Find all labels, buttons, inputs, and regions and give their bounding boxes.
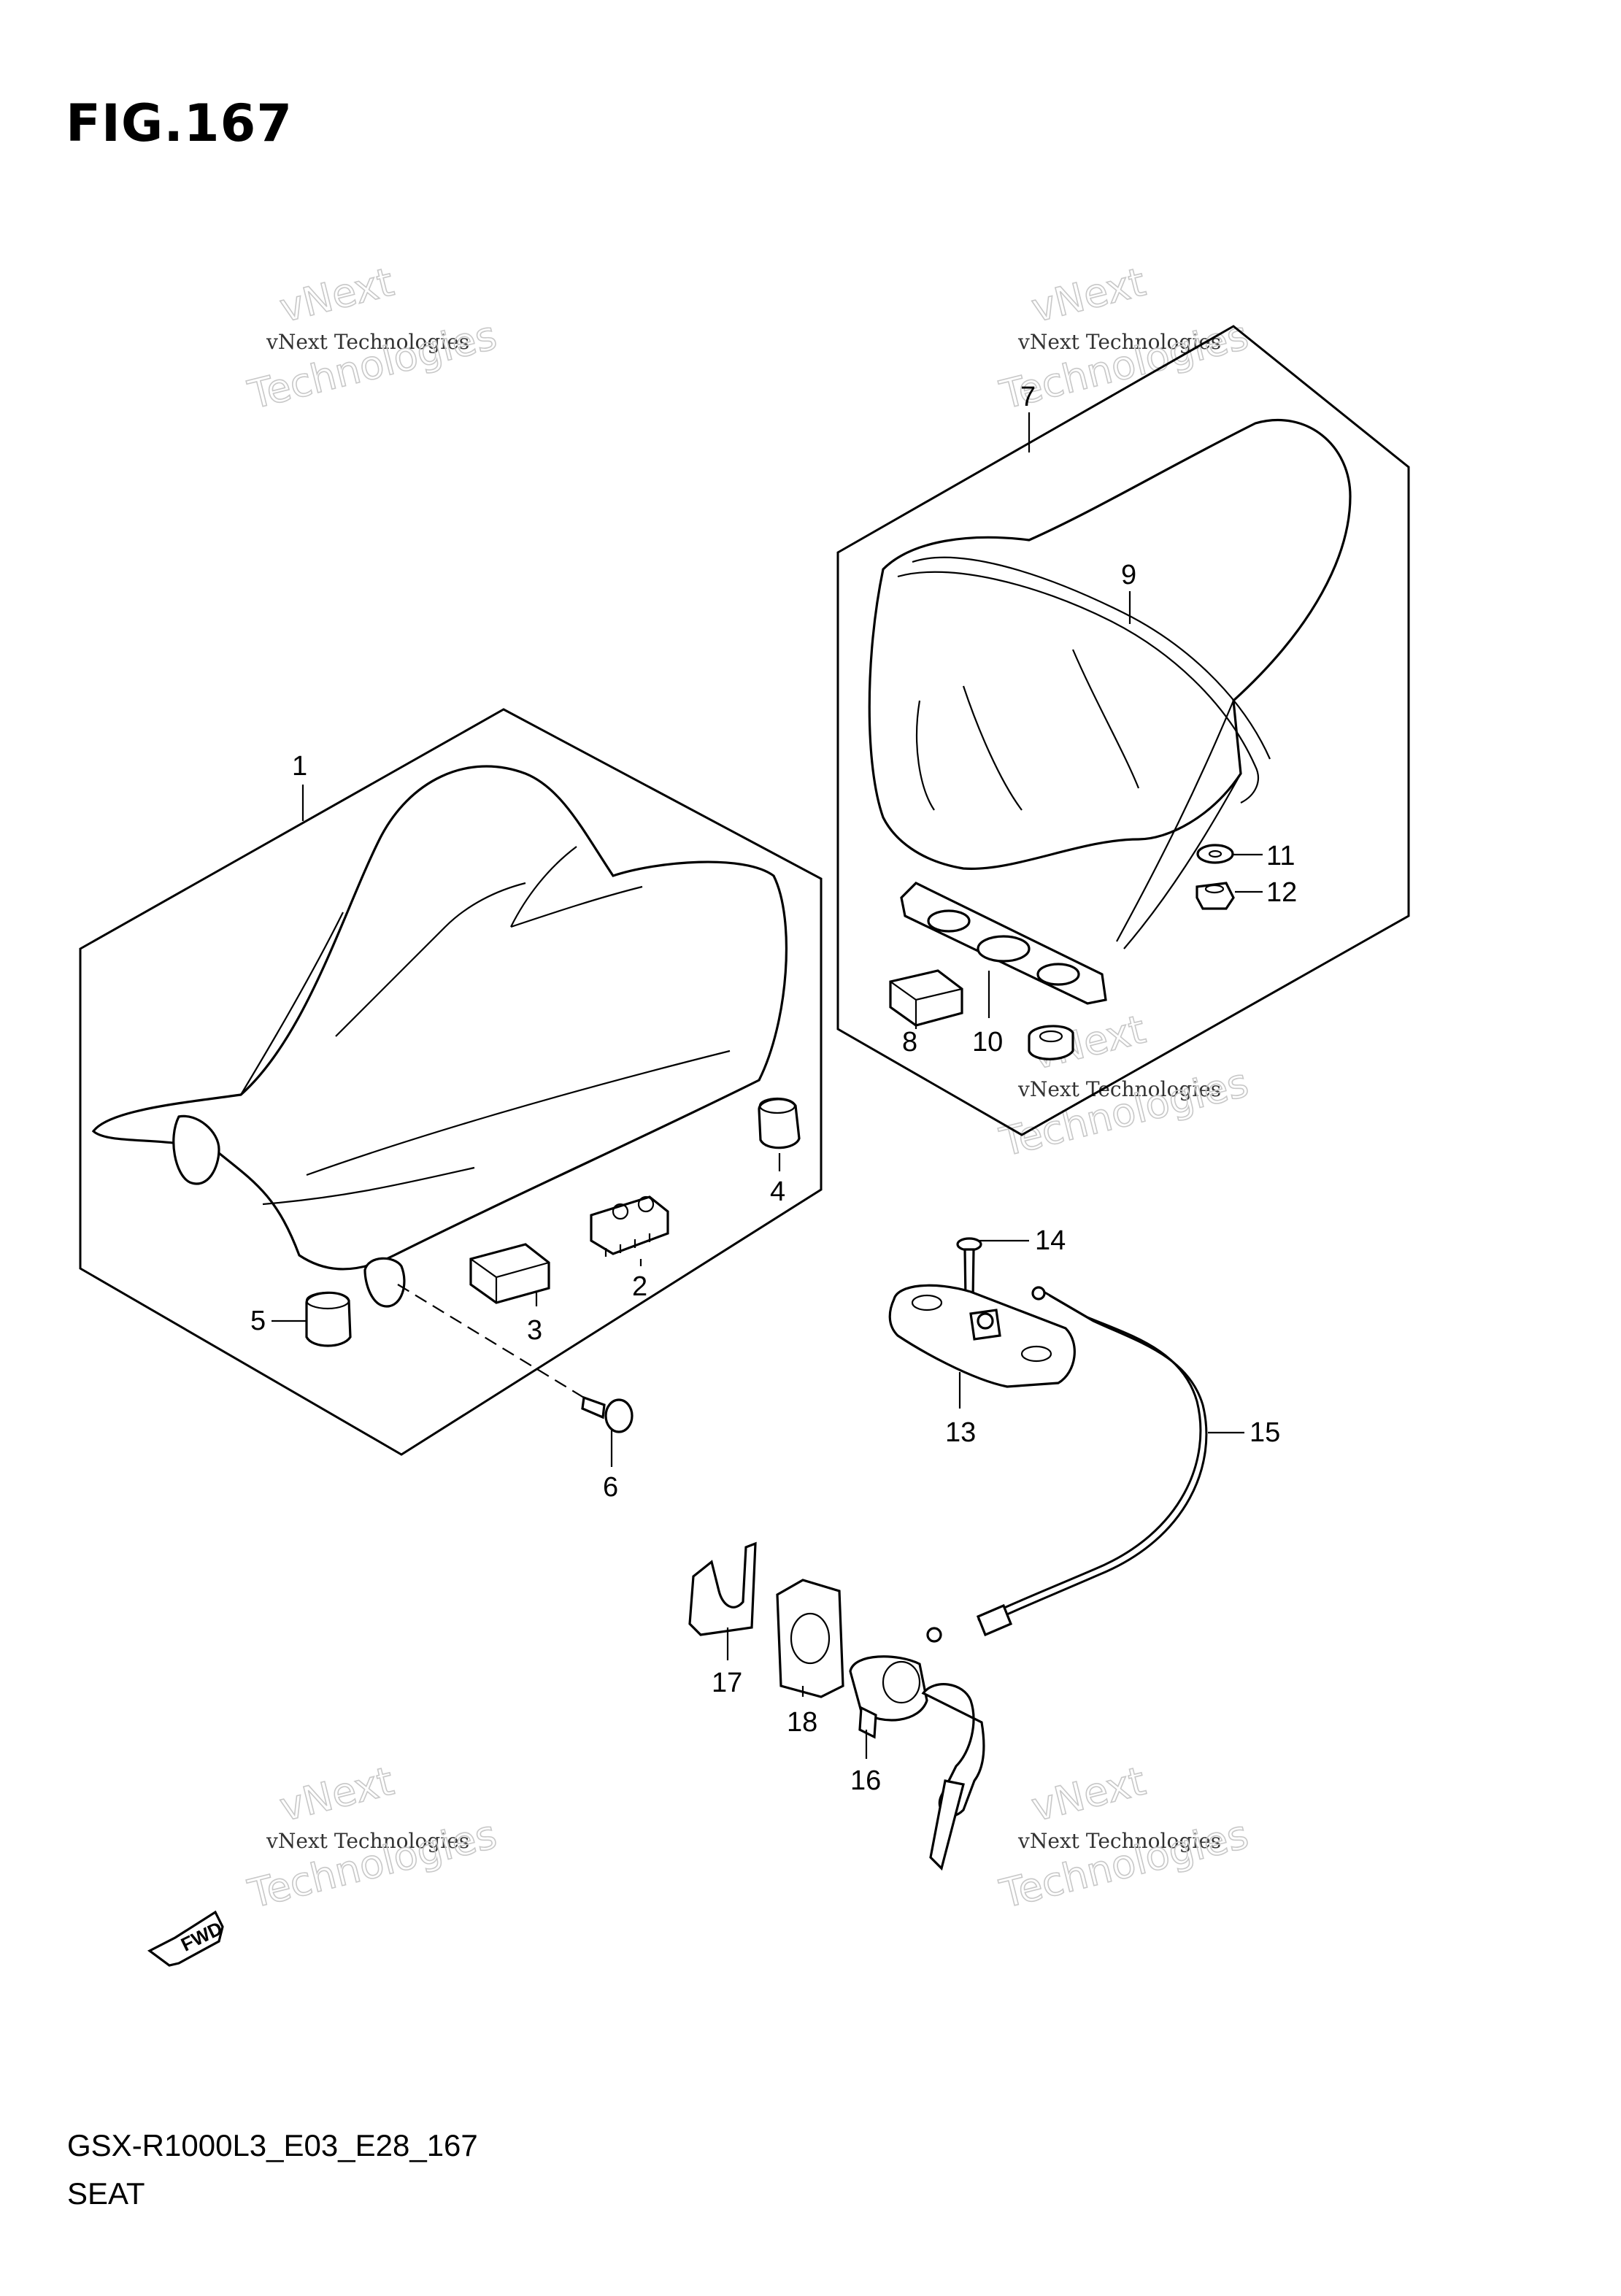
callout-12: 12 bbox=[1266, 877, 1297, 908]
svg-text:Technologies: Technologies bbox=[996, 1060, 1253, 1166]
part-2-clamp bbox=[590, 1195, 669, 1257]
part-8-pad bbox=[889, 969, 963, 1027]
section-name: SEAT bbox=[67, 2176, 145, 2211]
callout-11: 11 bbox=[1266, 841, 1295, 871]
part-12-nut bbox=[1195, 882, 1235, 910]
part-4-cushion bbox=[758, 1097, 801, 1149]
callout-4: 4 bbox=[770, 1176, 785, 1207]
model-code: GSX-R1000L3_E03_E28_167 bbox=[67, 2128, 478, 2162]
part-16-lock-keys bbox=[849, 1655, 985, 1871]
callout-numbers: 1 2 3 4 5 6 7 8 9 10 11 12 13 14 15 16 1… bbox=[250, 382, 1297, 1796]
part-13-lock-base bbox=[888, 1284, 1076, 1388]
part-5-cushion bbox=[305, 1291, 352, 1347]
callout-3: 3 bbox=[527, 1315, 542, 1346]
svg-text:vNext: vNext bbox=[1027, 259, 1150, 331]
callout-13: 13 bbox=[945, 1417, 976, 1448]
callout-10: 10 bbox=[972, 1027, 1003, 1058]
svg-text:Technologies: Technologies bbox=[244, 1811, 501, 1917]
rear-seat-group-box bbox=[836, 325, 1410, 1136]
svg-text:vNext Technologies: vNext Technologies bbox=[266, 1829, 469, 1853]
svg-text:vNext: vNext bbox=[1027, 1758, 1150, 1830]
front-seat bbox=[91, 765, 788, 1308]
leader-lines bbox=[272, 412, 1263, 1759]
watermark-bottom-left: vNext vNext Technologies Technologies bbox=[243, 1757, 501, 1918]
part-15-cable bbox=[926, 1286, 1208, 1643]
part-11-washer bbox=[1196, 844, 1234, 864]
svg-text:vNext Technologies: vNext Technologies bbox=[1017, 1829, 1221, 1853]
callout-14: 14 bbox=[1035, 1225, 1066, 1256]
svg-text:vNext Technologies: vNext Technologies bbox=[266, 330, 469, 354]
part-3-pad bbox=[469, 1243, 550, 1304]
part-18-plate bbox=[776, 1579, 844, 1698]
bolt-dashed-guide bbox=[397, 1284, 585, 1398]
callout-18: 18 bbox=[787, 1707, 817, 1738]
callout-15: 15 bbox=[1250, 1417, 1280, 1448]
rear-seat-cowl bbox=[868, 419, 1352, 949]
callout-7: 7 bbox=[1020, 382, 1036, 412]
front-seat-group-box bbox=[79, 708, 823, 1456]
svg-text:Technologies: Technologies bbox=[996, 1811, 1253, 1917]
watermark-top-left: vNext vNext Technologies Technologies bbox=[243, 258, 501, 419]
svg-text:vNext: vNext bbox=[275, 259, 398, 331]
part-10-bracket bbox=[900, 882, 1107, 1060]
callout-16: 16 bbox=[850, 1765, 881, 1796]
part-6-bolt bbox=[581, 1395, 634, 1433]
fwd-arrow-icon: FWD bbox=[147, 1910, 226, 1967]
callout-1: 1 bbox=[292, 751, 307, 782]
callout-17: 17 bbox=[712, 1668, 742, 1698]
callout-9: 9 bbox=[1121, 560, 1136, 590]
svg-text:vNext Technologies: vNext Technologies bbox=[1017, 1077, 1221, 1101]
watermark-bottom-right: vNext vNext Technologies Technologies bbox=[995, 1757, 1253, 1918]
figure-title: FIG.167 bbox=[66, 93, 293, 153]
svg-text:Technologies: Technologies bbox=[244, 312, 501, 418]
svg-text:vNext Technologies: vNext Technologies bbox=[1017, 330, 1221, 354]
part-17-bracket bbox=[688, 1541, 757, 1636]
callout-8: 8 bbox=[902, 1027, 917, 1058]
callout-6: 6 bbox=[603, 1472, 618, 1503]
callout-2: 2 bbox=[632, 1271, 647, 1302]
svg-text:vNext: vNext bbox=[275, 1758, 398, 1830]
callout-5: 5 bbox=[250, 1306, 266, 1336]
